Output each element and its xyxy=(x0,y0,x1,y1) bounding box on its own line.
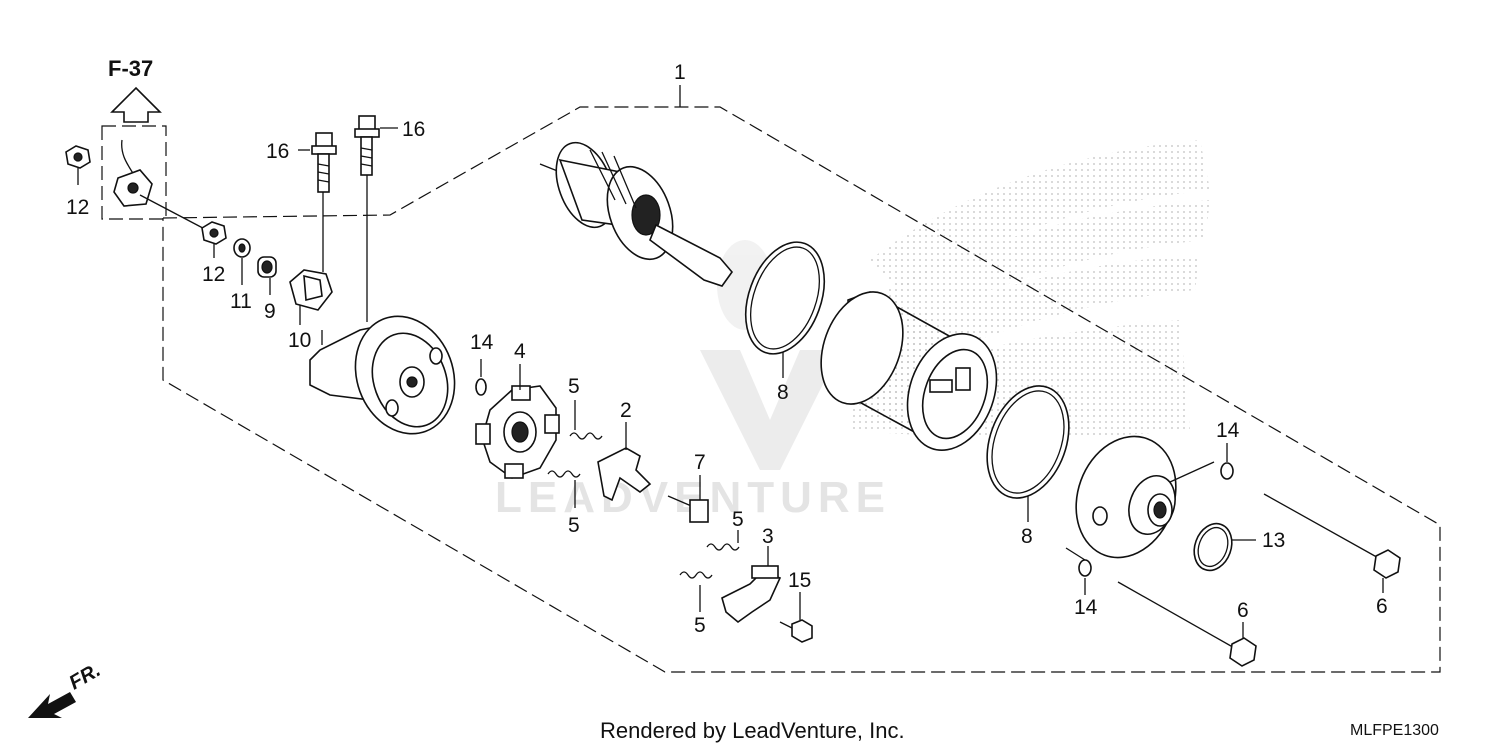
terminal-hardware xyxy=(201,221,333,325)
brush-2 xyxy=(597,422,652,502)
front-cover xyxy=(1075,435,1215,559)
callout-16-b: 16 xyxy=(402,118,425,141)
callout-6-a: 6 xyxy=(1376,595,1388,618)
callout-1: 1 xyxy=(674,61,686,84)
callout-5-c: 5 xyxy=(732,508,744,531)
screw-7 xyxy=(667,475,709,523)
callout-13: 13 xyxy=(1262,529,1285,552)
armature xyxy=(539,141,734,287)
o-ring-8-left xyxy=(744,241,826,378)
footer-credit: Rendered by LeadVenture, Inc. xyxy=(600,718,905,743)
bolt-16-left xyxy=(298,132,337,272)
callout-12-b: 12 xyxy=(202,263,225,286)
callout-6-b: 6 xyxy=(1237,599,1249,622)
callout-labels: 1 2 3 4 5 5 5 5 6 6 7 8 8 9 10 11 12 12 … xyxy=(66,61,1388,637)
long-bolt-6-upper xyxy=(1263,493,1401,593)
front-arrow-icon xyxy=(28,692,76,718)
callout-8-b: 8 xyxy=(1021,525,1033,548)
brush-holder xyxy=(475,364,560,479)
callout-16-a: 16 xyxy=(266,140,289,163)
o-ring-14-left xyxy=(475,359,487,396)
reference-label: F-37 xyxy=(108,56,153,81)
callout-14-a: 14 xyxy=(470,331,494,354)
bolt-16-right xyxy=(354,115,398,322)
callout-15: 15 xyxy=(788,569,811,592)
callout-2: 2 xyxy=(620,399,632,422)
motor-case xyxy=(820,291,998,451)
brush-3 xyxy=(721,546,782,624)
assembly-outline xyxy=(162,85,1441,673)
callout-10: 10 xyxy=(288,329,311,352)
nut-12-top xyxy=(65,145,91,185)
diagram-code: MLFPE1300 xyxy=(1350,722,1439,739)
callout-14-c: 14 xyxy=(1074,596,1098,619)
callout-4: 4 xyxy=(514,340,526,363)
o-ring-14-right xyxy=(1220,443,1234,480)
callout-5-b: 5 xyxy=(568,514,580,537)
callout-8-a: 8 xyxy=(777,381,789,404)
front-label: FR. xyxy=(66,659,105,694)
brush-springs xyxy=(547,400,740,612)
o-ring-13 xyxy=(1193,522,1256,572)
f37-reference: F-37 xyxy=(101,56,167,220)
callout-7: 7 xyxy=(694,451,706,474)
rear-cover xyxy=(309,315,456,435)
screw-15 xyxy=(779,592,813,643)
up-arrow-icon xyxy=(110,86,162,123)
callout-14-b: 14 xyxy=(1216,419,1240,442)
front-direction-indicator: FR. xyxy=(28,659,104,718)
callout-9: 9 xyxy=(264,300,276,323)
callout-5-d: 5 xyxy=(694,614,706,637)
o-ring-14-lower xyxy=(1065,547,1092,595)
long-bolt-6-lower xyxy=(1117,581,1257,667)
o-ring-8-right xyxy=(986,385,1070,522)
callout-3: 3 xyxy=(762,525,774,548)
callout-12-a: 12 xyxy=(66,196,89,219)
callout-5-a: 5 xyxy=(568,375,580,398)
callout-11: 11 xyxy=(230,290,252,313)
